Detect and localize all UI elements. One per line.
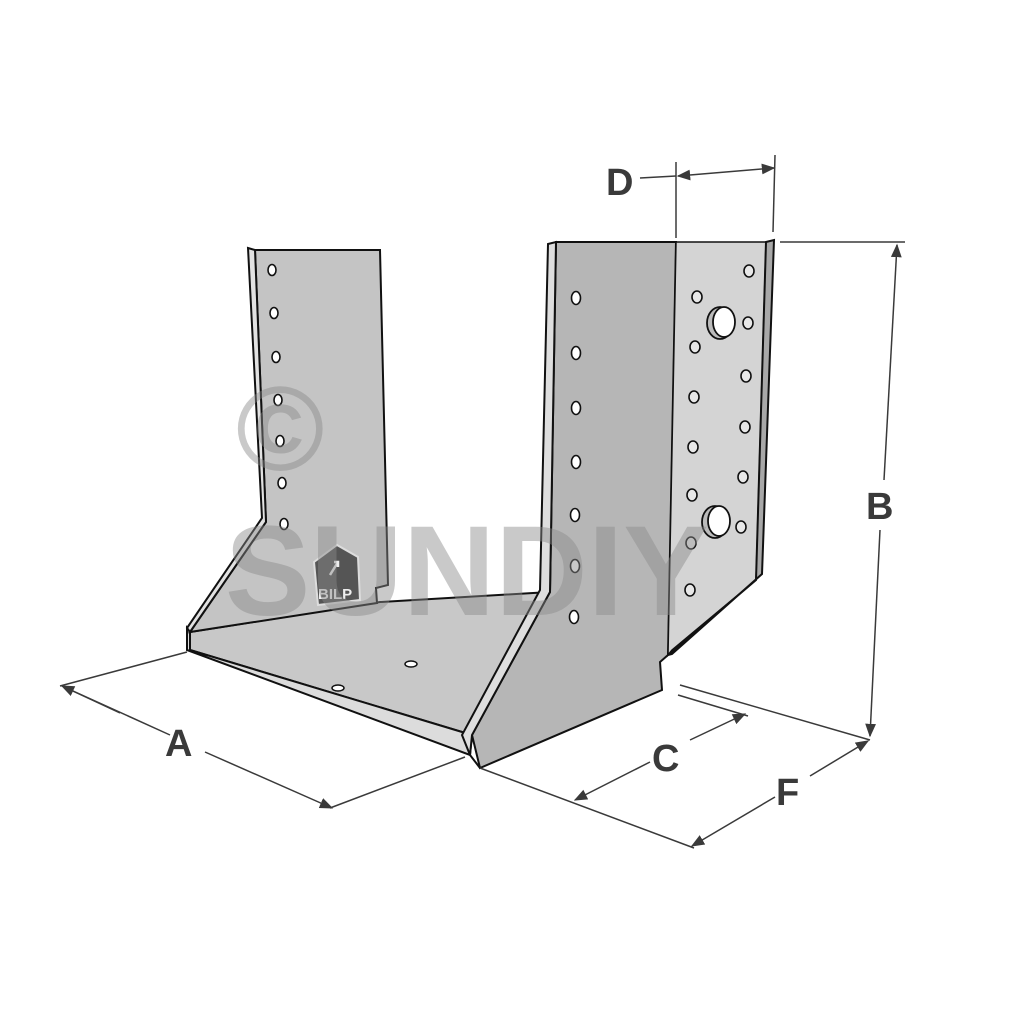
dimension-label-a: A <box>165 723 192 765</box>
watermark-copyright: © <box>236 362 324 496</box>
right-wall-holes <box>568 290 582 625</box>
left-plate-holes <box>267 263 289 531</box>
right-flange-edge <box>667 238 776 656</box>
base-hole <box>331 684 345 692</box>
dimension-label-d: D <box>606 162 633 204</box>
dimension-label-c: C <box>652 738 679 780</box>
right-flange-holes <box>684 264 755 597</box>
watermark-text: SUNDIY <box>225 500 709 643</box>
bilp-logo: BILP <box>312 543 362 607</box>
dimension-label-f: F <box>776 772 799 814</box>
base-hole <box>404 660 418 668</box>
bolt-holes <box>701 306 736 539</box>
dimension-lines <box>59 154 905 849</box>
svg-text:BILP: BILP <box>318 586 352 603</box>
dimension-label-b: B <box>866 486 893 528</box>
right-side-edge <box>460 240 558 769</box>
left-side-edge <box>185 246 268 634</box>
